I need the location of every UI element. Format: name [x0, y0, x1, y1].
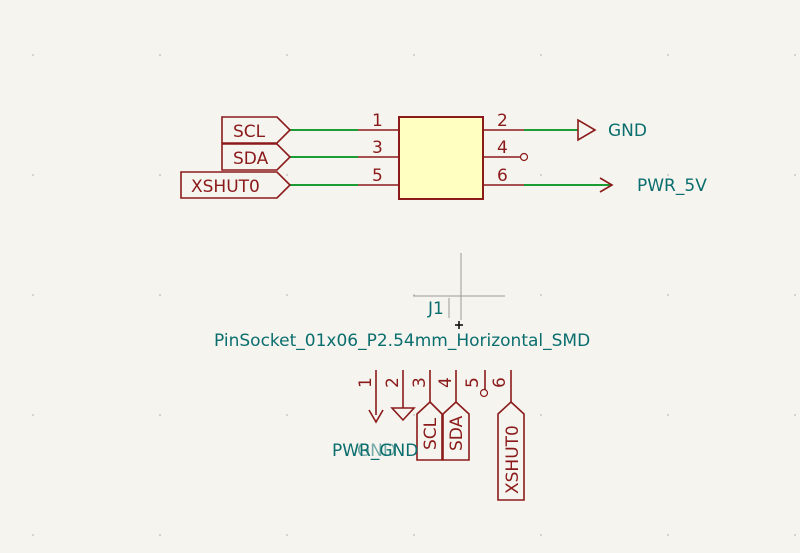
arrow-down-icon	[368, 409, 384, 424]
fp-pin-4: 4	[436, 377, 456, 388]
grid-dot	[159, 294, 161, 296]
fp-label-scl-shape[interactable]	[416, 400, 443, 461]
pin-number-4: 4	[497, 138, 508, 158]
pwr5v-symbol[interactable]: PWR_5V	[599, 176, 707, 196]
footprint-pins[interactable]	[375, 370, 512, 415]
grid-dot	[794, 534, 796, 536]
fp-pin-3: 3	[410, 377, 430, 388]
grid-dot	[159, 414, 161, 416]
pwr5v-label: PWR_5V	[637, 176, 707, 196]
grid-dots	[32, 54, 796, 536]
label-sda: SDA	[233, 149, 269, 169]
grid-dot	[32, 414, 34, 416]
grid-dot	[794, 294, 796, 296]
grid-dot	[286, 294, 288, 296]
grid-dot	[794, 174, 796, 176]
fp-pin-5-noconnect	[479, 388, 489, 398]
grid-dot	[667, 174, 669, 176]
grid-dot	[794, 414, 796, 416]
fp-pin-1: 1	[356, 377, 376, 388]
fp-label-sda-shape[interactable]	[442, 400, 470, 461]
grid-dot	[667, 54, 669, 56]
fp-label-sda: SDA	[447, 415, 467, 451]
gnd-down-triangle-icon	[390, 407, 416, 422]
gnd-triangle-icon	[577, 118, 597, 142]
grid-dot	[32, 294, 34, 296]
grid-dot	[540, 294, 542, 296]
footprint-reference[interactable]: J1	[427, 299, 444, 319]
grid-dot	[540, 174, 542, 176]
arrow-right-icon	[599, 177, 614, 193]
grid-dot	[667, 294, 669, 296]
fp-label-xshut-shape[interactable]	[497, 400, 525, 501]
label-scl: SCL	[233, 122, 266, 142]
grid-dot	[540, 54, 542, 56]
grid-dot	[286, 534, 288, 536]
gnd-symbol[interactable]: GND	[577, 118, 647, 142]
pin-4-noconnect	[519, 152, 529, 162]
fp-power-overlap-label: PWR_GND	[332, 441, 418, 461]
label-sda-shape[interactable]	[221, 143, 292, 171]
pin-number-1: 1	[372, 111, 383, 131]
fp-power-overlap-ghost: GND	[357, 441, 396, 461]
grid-dot	[32, 534, 34, 536]
grid-dot	[286, 174, 288, 176]
symbol-body	[398, 116, 484, 200]
grid-dot	[32, 54, 34, 56]
footprint-value[interactable]: PinSocket_01x06_P2.54mm_Horizontal_SMD	[214, 331, 590, 351]
grid-dot	[540, 534, 542, 536]
grid-dot	[286, 414, 288, 416]
grid-dot	[159, 54, 161, 56]
label-xshut: XSHUT0	[191, 177, 260, 197]
grid-dot	[413, 534, 415, 536]
pin-number-2: 2	[497, 111, 508, 131]
connector-symbol[interactable]: 1 3 5 2 4 6	[358, 111, 529, 200]
grid-dot	[32, 174, 34, 176]
fp-label-xshut: XSHUT0	[503, 425, 523, 494]
crosshair-cursor	[413, 253, 505, 320]
fp-pin-5: 5	[463, 377, 483, 388]
grid-dot	[794, 54, 796, 56]
grid-dot	[286, 54, 288, 56]
anchor-cross-icon	[455, 321, 463, 329]
grid-dot	[159, 534, 161, 536]
grid-dot	[667, 414, 669, 416]
grid-dot	[159, 174, 161, 176]
pin-number-6: 6	[497, 166, 508, 186]
grid-dot	[413, 414, 415, 416]
fp-label-scl: SCL	[421, 417, 441, 450]
label-scl-shape[interactable]	[221, 116, 292, 144]
pin-number-5: 5	[372, 166, 383, 186]
pin-number-3: 3	[372, 138, 383, 158]
fp-pin-6: 6	[490, 377, 510, 388]
fp-pin-2: 2	[383, 377, 403, 388]
grid-dot	[540, 414, 542, 416]
grid-dot	[413, 54, 415, 56]
gnd-label: GND	[608, 121, 647, 141]
label-xshut-shape[interactable]	[180, 171, 292, 199]
grid-dot	[667, 534, 669, 536]
